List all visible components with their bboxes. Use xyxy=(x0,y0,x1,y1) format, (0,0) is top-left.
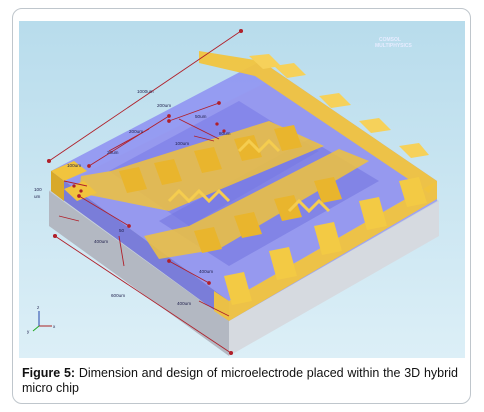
dim-label-400um-b: 400um xyxy=(199,269,213,274)
substrate-left-face xyxy=(49,191,229,356)
dim-label-80um: 80um xyxy=(219,131,231,136)
figure-caption: Figure 5: Dimension and design of microe… xyxy=(22,366,458,396)
dimension-lines xyxy=(46,28,244,356)
dim-label-50: 50 xyxy=(119,228,125,233)
dim-label-50um: 50um xyxy=(195,114,207,119)
microchip-figure-image: COMSOL MULTIPHYSICS xyxy=(19,21,465,358)
figure-label: Figure 5: xyxy=(22,366,76,380)
dim-label-100um-a: 100um xyxy=(175,141,189,146)
electrode-teeth-1 xyxy=(167,188,231,204)
dim-label-200um-b: 200um xyxy=(129,129,143,134)
watermark-line2: MULTIPHYSICS xyxy=(375,43,413,49)
watermark-line1: COMSOL xyxy=(379,37,401,43)
dim-label-100: 100 xyxy=(34,187,42,192)
figure-caption-text: Dimension and design of microelectrode p… xyxy=(22,366,458,395)
dim-label-1000um: 1000um xyxy=(137,89,154,94)
electrode-wall-back xyxy=(199,51,437,193)
dim-label-200um-a: 200um xyxy=(157,103,171,108)
substrate-right-face xyxy=(229,201,439,356)
dim-label-400um-a: 400um xyxy=(94,239,108,244)
electrode-teeth-2 xyxy=(237,138,281,154)
dim-label-600um: 600um xyxy=(111,293,125,298)
dim-label-400um-c: 400um xyxy=(177,301,191,306)
axis-triad: z x y xyxy=(27,305,56,334)
dim-label-um: um xyxy=(34,194,41,199)
electrode-wall-front xyxy=(214,177,437,321)
dim-label-20um: 20um xyxy=(107,150,119,155)
electrode-wall-middle-2 xyxy=(144,149,369,259)
dim-label-100um-b: 100um xyxy=(67,163,81,168)
axis-x-label: x xyxy=(53,324,56,329)
axis-z-label: z xyxy=(37,305,40,310)
electrode-teeth-3 xyxy=(287,198,331,214)
electrode-wall-middle-1 xyxy=(79,121,324,211)
axis-y-label: y xyxy=(27,329,30,334)
microchip-3d-render: COMSOL MULTIPHYSICS xyxy=(19,21,465,358)
chip-left-face xyxy=(51,171,229,321)
